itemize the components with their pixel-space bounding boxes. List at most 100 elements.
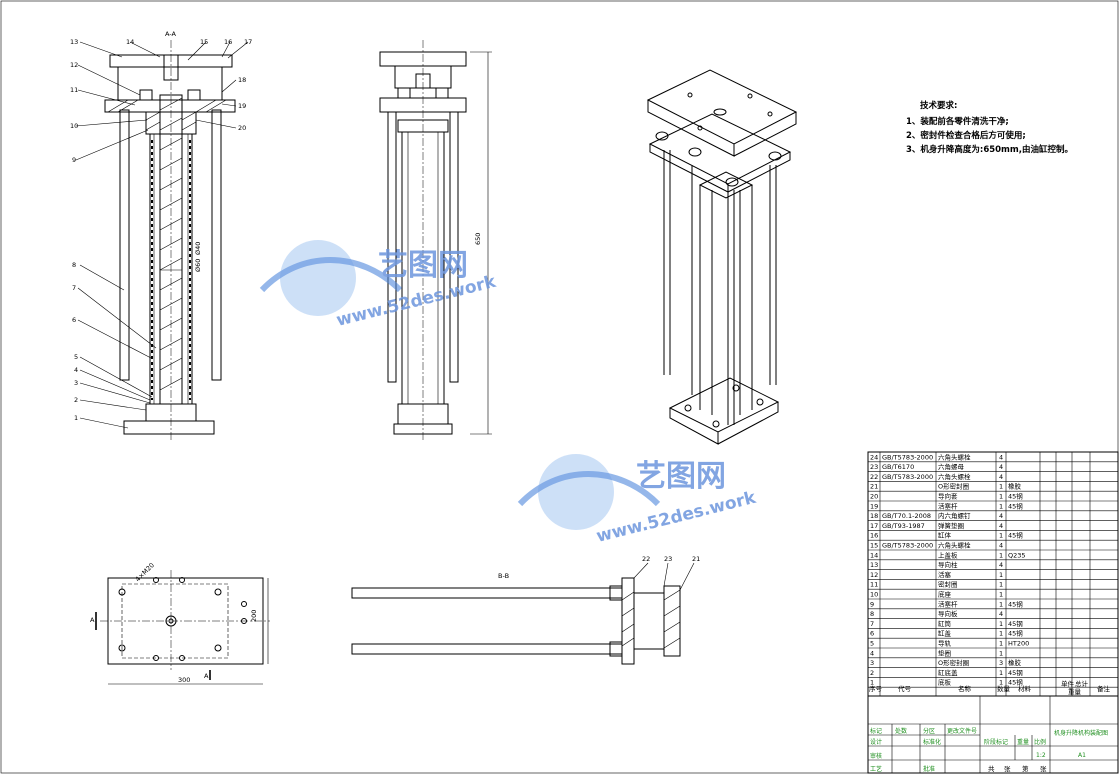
tb-label-count: 处数 <box>895 727 907 735</box>
callout-13: 13 <box>70 38 78 46</box>
bom-cell-name: 六角头螺栓 <box>938 472 971 481</box>
tb-label-process: 工艺 <box>870 765 882 773</box>
bom-header-total-wt: 总计 <box>1075 679 1089 688</box>
bom-cell-seq: 2 <box>870 669 874 677</box>
bom-cell-qty: 1 <box>999 493 1003 501</box>
bom-cell-seq: 21 <box>870 483 878 491</box>
callout-2: 2 <box>74 396 78 404</box>
bom-cell-name: 底板 <box>938 678 952 687</box>
bom-cell-qty: 1 <box>999 600 1003 608</box>
bom-cell-name: 六角头螺栓 <box>938 452 971 461</box>
tb-label-stage: 阶段标记 <box>984 738 1008 746</box>
callout-14: 14 <box>126 38 134 46</box>
bom-cell-qty: 4 <box>999 561 1003 569</box>
svg-text:650: 650 <box>474 233 482 245</box>
bom-cell-seq: 10 <box>870 591 878 599</box>
drawing-name: 机身升降机构装配图 <box>1054 729 1108 737</box>
front-section-view: Ø40 Ø60 13 12 11 <box>70 30 252 440</box>
bom-cell-name: 六角螺母 <box>938 462 965 471</box>
bom-cell-seq: 5 <box>870 640 874 648</box>
bom-cell-code: GB/T93-1987 <box>882 522 925 530</box>
bom-cell-mat: Q235 <box>1008 551 1026 559</box>
technical-notes: 技术要求: 1、装配前各零件清洗干净; 2、密封件检查合格后方可使用; 3、机身… <box>906 100 1073 155</box>
bom-cell-qty: 1 <box>999 649 1003 657</box>
bom-header-seq: 序号 <box>869 684 883 693</box>
note-2: 2、密封件检查合格后方可使用; <box>906 130 1026 141</box>
tb-sheet: 张 <box>1004 764 1011 773</box>
bom-cell-qty: 4 <box>999 542 1003 550</box>
bom-cell-name: 缸筒 <box>938 619 952 628</box>
bom-cell-qty: 4 <box>999 610 1003 618</box>
bom-cell-name: 缸盖 <box>938 629 952 638</box>
bom-cell-seq: 19 <box>870 502 878 510</box>
callout-9: 9 <box>72 156 76 164</box>
bom-header-wt: 重量 <box>1068 688 1082 696</box>
callout-16: 16 <box>224 38 232 46</box>
bom-cell-qty: 4 <box>999 473 1003 481</box>
callout-1: 1 <box>74 414 78 422</box>
bom-cell-seq: 8 <box>870 610 874 618</box>
bom-cell-seq: 22 <box>870 473 878 481</box>
bom-cell-qty: 1 <box>999 620 1003 628</box>
bom-cell-mat: 45钢 <box>1008 600 1023 608</box>
plan-depth-dim: 200 <box>250 610 258 622</box>
tb-label-design: 设计 <box>870 738 882 746</box>
bom-header: 序号 代号 名称 数量 材料 单件 总计 重量 备注 <box>869 679 1111 696</box>
guide-column-right <box>211 109 222 381</box>
bom-cell-name: 密封圈 <box>938 580 958 589</box>
detail-view: B-B 22 23 21 <box>351 555 700 665</box>
bom-cell-mat: 45钢 <box>1008 502 1023 510</box>
watermark-url-2: www.52des.work <box>594 488 758 547</box>
bom-header-mat: 材料 <box>1018 684 1032 693</box>
tb-label-approve: 批准 <box>923 765 935 773</box>
bom-cell-name: 活塞杆 <box>938 599 958 608</box>
svg-text:Ø60: Ø60 <box>194 259 202 272</box>
callout-20: 20 <box>238 124 246 132</box>
bom-cell-name: 弹簧垫圈 <box>938 521 964 530</box>
bom-cell-seq: 20 <box>870 493 878 501</box>
callout-3: 3 <box>74 379 78 387</box>
tb-label-review: 审核 <box>870 752 882 760</box>
plan-hole-dim: 4×M20 <box>134 561 156 583</box>
bom-cell-qty: 1 <box>999 679 1003 687</box>
bom-cell-seq: 18 <box>870 512 878 520</box>
bom-cell-seq: 16 <box>870 532 878 540</box>
bom-header-code: 代号 <box>898 684 912 693</box>
callout-8: 8 <box>72 261 76 269</box>
note-1: 1、装配前各零件清洗干净; <box>906 116 1009 127</box>
bom-cell-qty: 1 <box>999 630 1003 638</box>
bom-cell-name: 缸底盖 <box>938 668 958 677</box>
bom-cell-qty: 1 <box>999 669 1003 677</box>
bom-cell-qty: 1 <box>999 532 1003 540</box>
section-mark-a2: A <box>204 672 209 680</box>
bom-cell-mat: 45钢 <box>1008 532 1023 540</box>
note-3: 3、机身升降高度为:650mm,由油缸控制。 <box>906 144 1073 155</box>
title-block: 机身升降机构装配图 A1 1:2 标记 处数 分区 更改文件号 设计 标准化 审… <box>867 695 1119 774</box>
bom-cell-qty: 4 <box>999 463 1003 471</box>
bom-header-unit-wt: 单件 <box>1061 679 1075 688</box>
bom-cell-seq: 1 <box>870 679 874 687</box>
bom-cell-mat: 45钢 <box>1008 669 1023 677</box>
side-view: 650 <box>379 40 492 440</box>
notes-title: 技术要求: <box>920 100 957 111</box>
bom-header-qty: 数量 <box>997 684 1011 693</box>
bom-cell-qty: 1 <box>999 591 1003 599</box>
callout-10: 10 <box>70 122 78 130</box>
bom-cell-mat: HT200 <box>1008 640 1029 648</box>
callout-12: 12 <box>70 61 78 69</box>
bom-cell-name: 缸体 <box>938 531 952 540</box>
guide-column-left <box>119 109 130 381</box>
iso-view <box>646 69 798 445</box>
tb-label-zone: 分区 <box>923 727 935 735</box>
bom-cell-name: 导轨 <box>938 639 952 648</box>
bom-cell-qty: 1 <box>999 581 1003 589</box>
bom-cell-seq: 3 <box>870 659 874 667</box>
bom-cell-name: 底座 <box>938 590 952 599</box>
tb-label-weight: 重量 <box>1017 738 1029 746</box>
watermark-2: 艺图网 www.52des.work <box>517 454 759 547</box>
scale-value: 1:2 <box>1036 752 1046 759</box>
bom-cell-qty: 3 <box>999 659 1003 667</box>
bom-cell-name: 垫圈 <box>938 648 951 657</box>
